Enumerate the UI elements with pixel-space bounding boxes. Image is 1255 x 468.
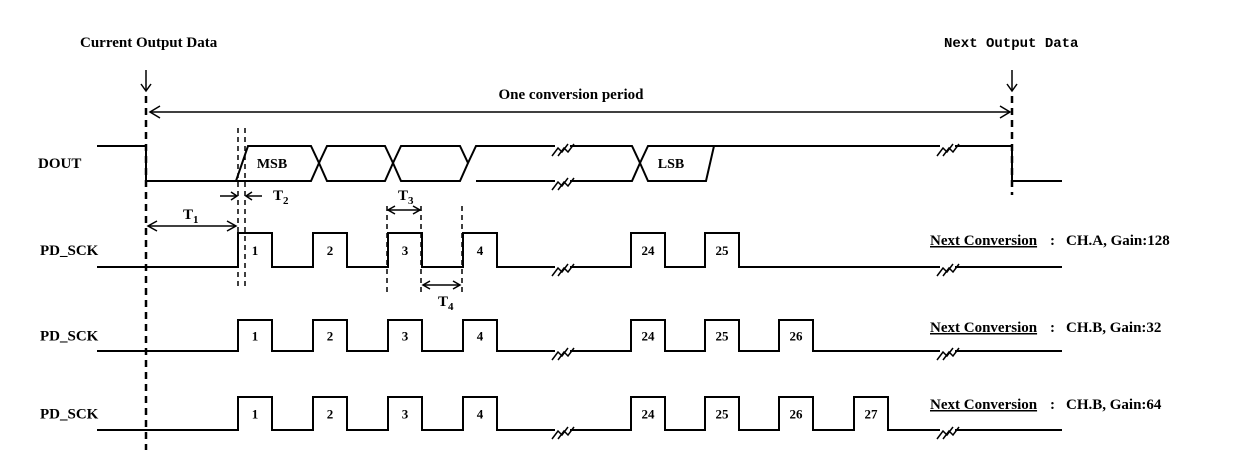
pulse-number: 25 [716, 329, 730, 344]
next-conversion-separator: : [1050, 397, 1055, 413]
next-conversion-label: Next Conversion [930, 320, 1038, 336]
pulse-number: 1 [252, 243, 259, 258]
next-conversion-label: Next Conversion [930, 233, 1038, 249]
pd-sck-label: PD_SCK [40, 243, 99, 259]
break-marker-icon [942, 347, 960, 361]
pd-sck-label: PD_SCK [40, 407, 99, 423]
pulse-number: 1 [252, 329, 259, 344]
t1-arrow [146, 220, 238, 232]
next-conversion-separator: : [1050, 233, 1055, 249]
conversion-period-arrow [148, 105, 1012, 119]
pd-sck-wave [570, 232, 940, 268]
t4-arrow [421, 280, 462, 290]
pulse-number: 2 [327, 407, 334, 422]
pd-sck-wave [97, 232, 555, 268]
pulse-number: 2 [327, 329, 334, 344]
pulse-number: 27 [865, 407, 879, 422]
pulse-number: 24 [642, 243, 656, 258]
pd-sck-wave [570, 396, 940, 431]
break-marker-icon [942, 426, 960, 440]
break-marker-icon [551, 143, 960, 191]
dout-label: DOUT [38, 156, 81, 172]
pulse-number: 24 [642, 407, 656, 422]
pulse-number: 26 [790, 329, 804, 344]
dout-waveform [97, 145, 1062, 182]
pulse-number: 4 [477, 407, 484, 422]
pulse-number: 25 [716, 243, 730, 258]
t4-label: T4 [438, 294, 454, 313]
pd-sck-wave [97, 319, 555, 352]
pd-sck-wave [97, 396, 555, 431]
current-output-arrow-icon [140, 70, 152, 93]
next-conversion-value: CH.B, Gain:32 [1066, 320, 1161, 336]
t3-arrow [386, 205, 422, 215]
next-conversion-value: CH.A, Gain:128 [1066, 233, 1170, 249]
break-marker-icon [942, 263, 960, 277]
t2-arrow [220, 191, 262, 201]
next-output-label: Next Output Data [944, 36, 1079, 52]
next-conversion-separator: : [1050, 320, 1055, 336]
pd-sck-label: PD_SCK [40, 329, 99, 345]
lsb-label: LSB [658, 157, 684, 172]
pulse-number: 25 [716, 407, 730, 422]
current-output-label: Current Output Data [80, 35, 218, 51]
pulse-number: 3 [402, 243, 409, 258]
pulse-number: 1 [252, 407, 259, 422]
pd-sck-wave [570, 319, 940, 352]
pulse-number: 4 [477, 243, 484, 258]
pulse-number: 3 [402, 329, 409, 344]
t2-label: T2 [273, 188, 289, 207]
msb-label: MSB [257, 157, 287, 172]
conversion-period-label: One conversion period [499, 87, 645, 103]
pd-sck-row: PD_SCK 1 2 3 4 24 25 26 Next Conversion: CH.B, Ga… [40, 319, 1161, 361]
pulse-number: 3 [402, 407, 409, 422]
next-conversion-label: Next Conversion [930, 397, 1038, 413]
next-output-arrow-icon [1006, 70, 1018, 93]
pd-sck-row: PD_SCK 1 2 3 4 24 25 Next Conversion: CH.A, Gain… [40, 232, 1170, 277]
next-conversion-value: CH.B, Gain:64 [1066, 397, 1162, 413]
pd-sck-row: PD_SCK 1 2 3 4 24 25 26 27 Next Conversion: CH.B, … [40, 396, 1162, 440]
pulse-number: 2 [327, 243, 334, 258]
pulse-number: 26 [790, 407, 804, 422]
pulse-number: 4 [477, 329, 484, 344]
t1-label: T1 [183, 207, 199, 226]
t3-label: T3 [398, 188, 414, 207]
pulse-number: 24 [642, 329, 656, 344]
